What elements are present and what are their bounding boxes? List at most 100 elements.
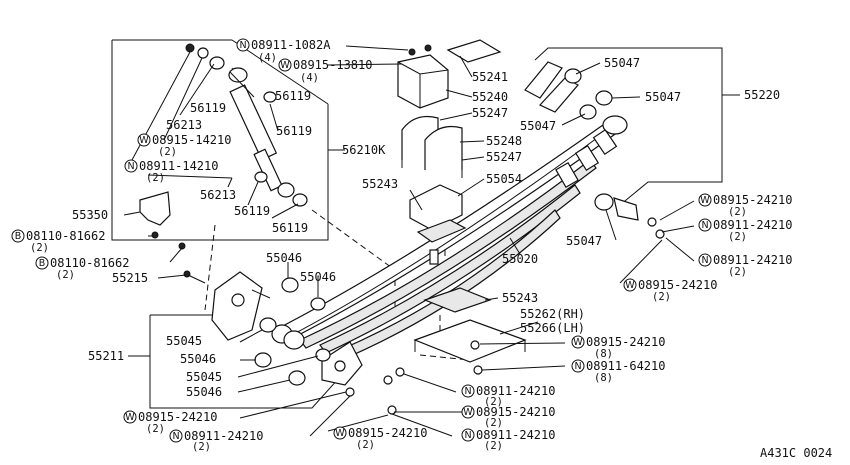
shock-top-hardware xyxy=(185,43,225,70)
label-qty: (2) xyxy=(146,423,165,435)
label-qty: (2) xyxy=(192,441,211,453)
label-56210k: 56210K xyxy=(342,143,386,157)
label-qty: (2) xyxy=(30,242,49,254)
label-qty: (4) xyxy=(300,72,319,84)
bottom-fasteners xyxy=(345,340,483,415)
prefix-w-icon: W xyxy=(463,407,473,418)
label-08915-24210: 08915-24210 xyxy=(476,405,555,419)
prefix-w-icon: W xyxy=(125,412,135,423)
label-08915-24210: 08915-24210 xyxy=(713,193,792,207)
prefix-b-icon: B xyxy=(15,231,22,242)
prefix-n-icon: N xyxy=(701,220,708,231)
lower-spring-plate xyxy=(413,287,527,363)
label-qty: (2) xyxy=(484,396,503,408)
label-08915-14210: 08915-14210 xyxy=(152,133,231,147)
label-qty: (2) xyxy=(146,172,165,184)
shackle-frame xyxy=(619,95,723,206)
label-08911-1082a: 08911-1082A xyxy=(251,38,331,52)
label-qty: (2) xyxy=(728,266,747,278)
prefix-n-icon: N xyxy=(701,255,708,266)
label-56213: 56213 xyxy=(166,118,202,132)
label-55220: 55220 xyxy=(744,88,780,102)
label-56213: 56213 xyxy=(200,188,236,202)
label-56119: 56119 xyxy=(234,204,270,218)
prefix-n-icon: N xyxy=(464,386,471,397)
u-bolts xyxy=(401,115,463,178)
label-55046: 55046 xyxy=(300,270,336,284)
label-55046: 55046 xyxy=(186,385,222,399)
label-55046: 55046 xyxy=(266,251,302,265)
label-55350: 55350 xyxy=(72,208,108,222)
label-56119: 56119 xyxy=(190,101,226,115)
shock-kit-frame xyxy=(111,40,329,241)
prefix-n-icon: N xyxy=(172,431,179,442)
label-qty: (2) xyxy=(484,440,503,452)
label-qty: (2) xyxy=(728,231,747,243)
label-55247: 55247 xyxy=(486,150,522,164)
label-55047: 55047 xyxy=(645,90,681,104)
prefix-w-icon: W xyxy=(335,428,345,439)
shock-absorber xyxy=(228,67,308,207)
label-08911-64210: 08911-64210 xyxy=(586,359,665,373)
label-55215: 55215 xyxy=(112,271,148,285)
label-55248: 55248 xyxy=(486,134,522,148)
shackle-frame-top xyxy=(534,47,723,95)
label-55045: 55045 xyxy=(186,370,222,384)
label-55266-lh: 55266(LH) xyxy=(520,321,585,335)
bumper-bracket xyxy=(139,191,186,250)
label-55047: 55047 xyxy=(566,234,602,248)
prefix-n-icon: N xyxy=(574,361,581,372)
label-qty: (2) xyxy=(484,417,503,429)
label-08915-24210: 08915-24210 xyxy=(138,410,217,424)
label-08911-24210: 08911-24210 xyxy=(184,429,263,443)
label-55045: 55045 xyxy=(166,334,202,348)
label-08911-24210: 08911-24210 xyxy=(713,218,792,232)
label-55047: 55047 xyxy=(604,56,640,70)
label-55240: 55240 xyxy=(472,90,508,104)
label-qty: (4) xyxy=(258,52,277,64)
label-08110-81662: 08110-81662 xyxy=(26,229,105,243)
prefix-n-icon: N xyxy=(239,40,246,51)
label-08911-24210: 08911-24210 xyxy=(476,384,555,398)
label-qty: (2) xyxy=(728,206,747,218)
spring-seat xyxy=(409,184,467,243)
front-hanger xyxy=(211,271,363,386)
prefix-w-icon: W xyxy=(280,60,290,71)
figure-code: A431C 0024 xyxy=(760,446,832,460)
prefix-n-icon: N xyxy=(127,161,134,172)
label-55047: 55047 xyxy=(520,119,556,133)
label-55243: 55243 xyxy=(362,177,398,191)
label-qty: (2) xyxy=(652,291,671,303)
label-56119: 56119 xyxy=(272,221,308,235)
leader-lines xyxy=(123,45,695,437)
hanger-frame xyxy=(149,315,349,409)
label-55046: 55046 xyxy=(180,352,216,366)
prefix-w-icon: W xyxy=(139,135,149,146)
label-08915-13810: 08915-13810 xyxy=(293,58,372,72)
label-08911-14210: 08911-14210 xyxy=(139,159,218,173)
label-qty: (2) xyxy=(158,146,177,158)
prefix-w-icon: W xyxy=(625,280,635,291)
label-55243: 55243 xyxy=(502,291,538,305)
part-labels: N 08911-1082A (4) W 08915-13810 (4) 5524… xyxy=(11,38,832,460)
rear-shackle xyxy=(524,61,665,239)
label-qty: (8) xyxy=(594,348,613,360)
prefix-b-icon: B xyxy=(39,258,46,269)
prefix-n-icon: N xyxy=(464,430,471,441)
label-qty: (2) xyxy=(356,439,375,451)
label-08915-24210: 08915-24210 xyxy=(348,426,427,440)
label-qty: (8) xyxy=(594,372,613,384)
label-55247: 55247 xyxy=(472,106,508,120)
label-55020: 55020 xyxy=(502,252,538,266)
prefix-w-icon: W xyxy=(573,337,583,348)
label-55241: 55241 xyxy=(472,70,508,84)
label-08911-24210: 08911-24210 xyxy=(476,428,555,442)
prefix-w-icon: W xyxy=(700,195,710,206)
label-08915-24210: 08915-24210 xyxy=(638,278,717,292)
label-56119: 56119 xyxy=(275,89,311,103)
label-08110-81662: 08110-81662 xyxy=(50,256,129,270)
label-55211: 55211 xyxy=(88,349,124,363)
label-08915-24210: 08915-24210 xyxy=(586,335,665,349)
